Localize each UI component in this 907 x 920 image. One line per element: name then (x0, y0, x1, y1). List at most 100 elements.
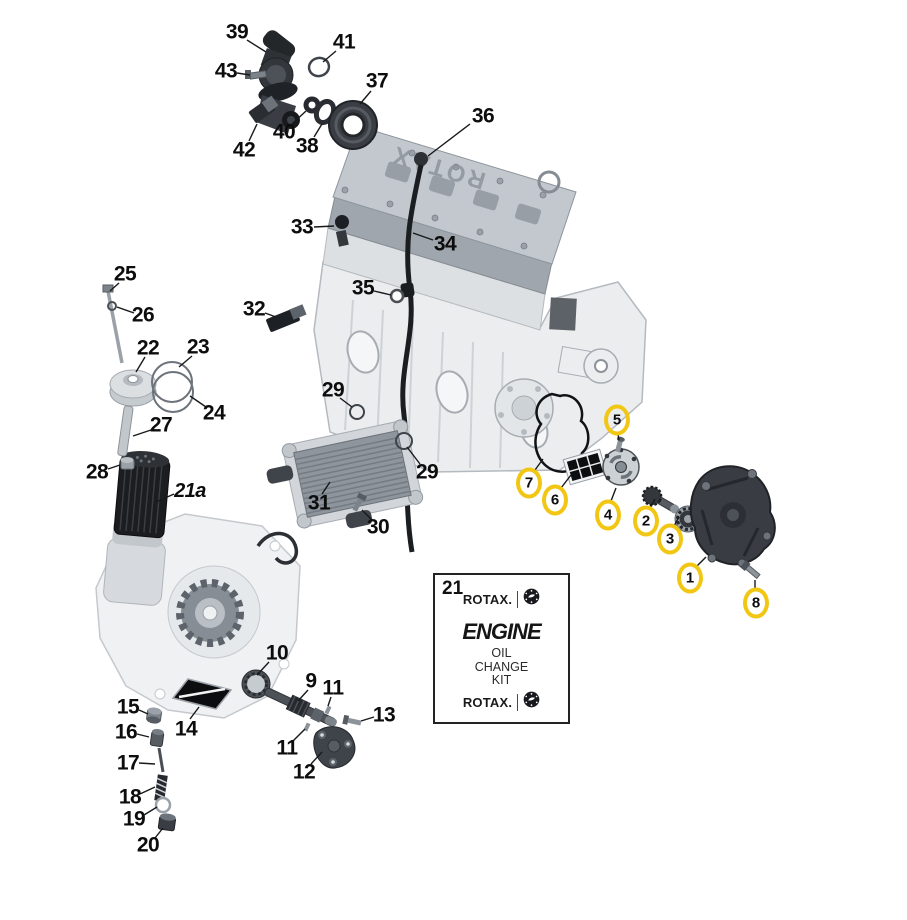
sensor-33 (335, 215, 349, 247)
kit-box-part-number: 21 (442, 578, 464, 599)
part-callout-38[interactable]: 38 (295, 134, 319, 158)
pump-housing-1 (689, 465, 776, 568)
part-callout-43[interactable]: 43 (214, 59, 238, 83)
part-callout-31[interactable]: 31 (307, 491, 331, 515)
leader-line-41 (322, 50, 337, 63)
part-callout-19[interactable]: 19 (122, 807, 146, 831)
leader-line-11 (327, 696, 332, 707)
part-callout-15[interactable]: 15 (116, 695, 140, 719)
part-callout-20[interactable]: 20 (136, 833, 160, 857)
o-ring-26 (107, 301, 117, 311)
pin-11b (303, 722, 311, 732)
part-callout-28[interactable]: 28 (85, 460, 109, 484)
leader-line-40 (291, 110, 307, 125)
part-callout-13[interactable]: 13 (372, 703, 396, 727)
screen-6 (562, 448, 608, 486)
part-callout-24[interactable]: 24 (202, 401, 226, 425)
part-callout-35[interactable]: 35 (351, 276, 375, 300)
leader-line-14 (189, 706, 200, 720)
part-callout-30[interactable]: 30 (366, 515, 390, 539)
tube-27 (117, 405, 134, 457)
nut-28 (120, 457, 135, 470)
leader-line-11 (291, 728, 306, 743)
part-callout-1[interactable]: 1 (677, 562, 703, 594)
part-callout-8[interactable]: 8 (743, 587, 769, 619)
leader-line-23 (178, 355, 193, 368)
brp-logo-icon (523, 691, 540, 713)
strainer-screen (171, 678, 233, 710)
leader-line-43 (236, 72, 251, 76)
leader-line-39 (246, 39, 267, 53)
part-callout-29[interactable]: 29 (321, 378, 345, 402)
part-callout-12[interactable]: 12 (292, 760, 316, 784)
part-callout-32[interactable]: 32 (242, 297, 266, 321)
part-callout-21a[interactable]: 21a (174, 480, 206, 502)
leader-line-27 (132, 429, 152, 437)
part-callout-33[interactable]: 33 (290, 215, 314, 239)
kit-box-brand-top: ROTAX. (463, 588, 540, 610)
part-callout-16[interactable]: 16 (114, 720, 138, 744)
part-callout-42[interactable]: 42 (232, 138, 256, 162)
part-callout-7[interactable]: 7 (516, 467, 542, 499)
o-ring-24 (152, 371, 194, 413)
rod-17 (157, 747, 165, 773)
o-ring-29a (349, 404, 365, 420)
leader-line-20 (154, 827, 164, 839)
water-pump-assembly (245, 30, 378, 150)
leader-line-15 (138, 709, 149, 715)
leader-line-10 (256, 661, 270, 676)
o-ring-41 (307, 56, 331, 78)
part-callout-40[interactable]: 40 (272, 120, 296, 144)
oil-filter (103, 450, 171, 606)
bolt-13 (342, 714, 362, 726)
plug-20 (157, 813, 176, 832)
leader-line-17 (138, 762, 156, 765)
part-callout-6[interactable]: 6 (542, 484, 568, 516)
part-callout-4[interactable]: 4 (595, 499, 621, 531)
part-callout-37[interactable]: 37 (365, 69, 389, 93)
leader-line-18 (139, 786, 156, 795)
leader-line-12 (310, 751, 323, 765)
part-callout-39[interactable]: 39 (225, 20, 249, 44)
part-callout-41[interactable]: 41 (332, 30, 356, 54)
leader-line-29 (406, 446, 421, 465)
part-callout-17[interactable]: 17 (116, 751, 140, 775)
part-callout-36[interactable]: 36 (471, 104, 495, 128)
part-callout-11[interactable]: 11 (276, 736, 298, 760)
leader-line-25 (109, 282, 120, 292)
oil-cooler (266, 419, 424, 529)
part-callout-27[interactable]: 27 (149, 413, 173, 437)
filter-cover-22 (109, 369, 157, 407)
part-callout-25[interactable]: 25 (113, 262, 137, 286)
part-callout-9[interactable]: 9 (305, 669, 317, 693)
part-callout-11[interactable]: 11 (322, 676, 344, 700)
kit-box-brand-bottom: ROTAX. (463, 691, 540, 713)
piston-16 (149, 728, 165, 748)
o-ring-35 (389, 288, 405, 304)
engine-block: ROTAX (313, 125, 647, 473)
brp-logo-icon (523, 588, 540, 610)
leader-line-32 (264, 312, 277, 318)
part-callout-29[interactable]: 29 (415, 460, 439, 484)
o-ring-23 (151, 361, 193, 403)
bolt-8 (740, 560, 761, 580)
leader-line-36 (427, 123, 471, 157)
part-callout-14[interactable]: 14 (174, 717, 198, 741)
o-ring-19 (154, 796, 172, 814)
part-callout-5[interactable]: 5 (604, 404, 630, 436)
part-callout-26[interactable]: 26 (131, 303, 155, 327)
leader-line-4 (610, 487, 617, 502)
plug-15 (145, 707, 163, 724)
part-callout-34[interactable]: 34 (433, 232, 457, 256)
pin-11a (324, 705, 332, 715)
part-callout-23[interactable]: 23 (186, 335, 210, 359)
part-callout-22[interactable]: 22 (136, 336, 160, 360)
part-callout-10[interactable]: 10 (265, 641, 289, 665)
leader-line-37 (359, 90, 372, 105)
part-callout-2[interactable]: 2 (633, 505, 659, 537)
kit-subtitle-line-1: OIL (491, 646, 512, 660)
part-callout-18[interactable]: 18 (118, 785, 142, 809)
leader-line-31 (321, 481, 331, 495)
part-callout-3[interactable]: 3 (657, 523, 683, 555)
